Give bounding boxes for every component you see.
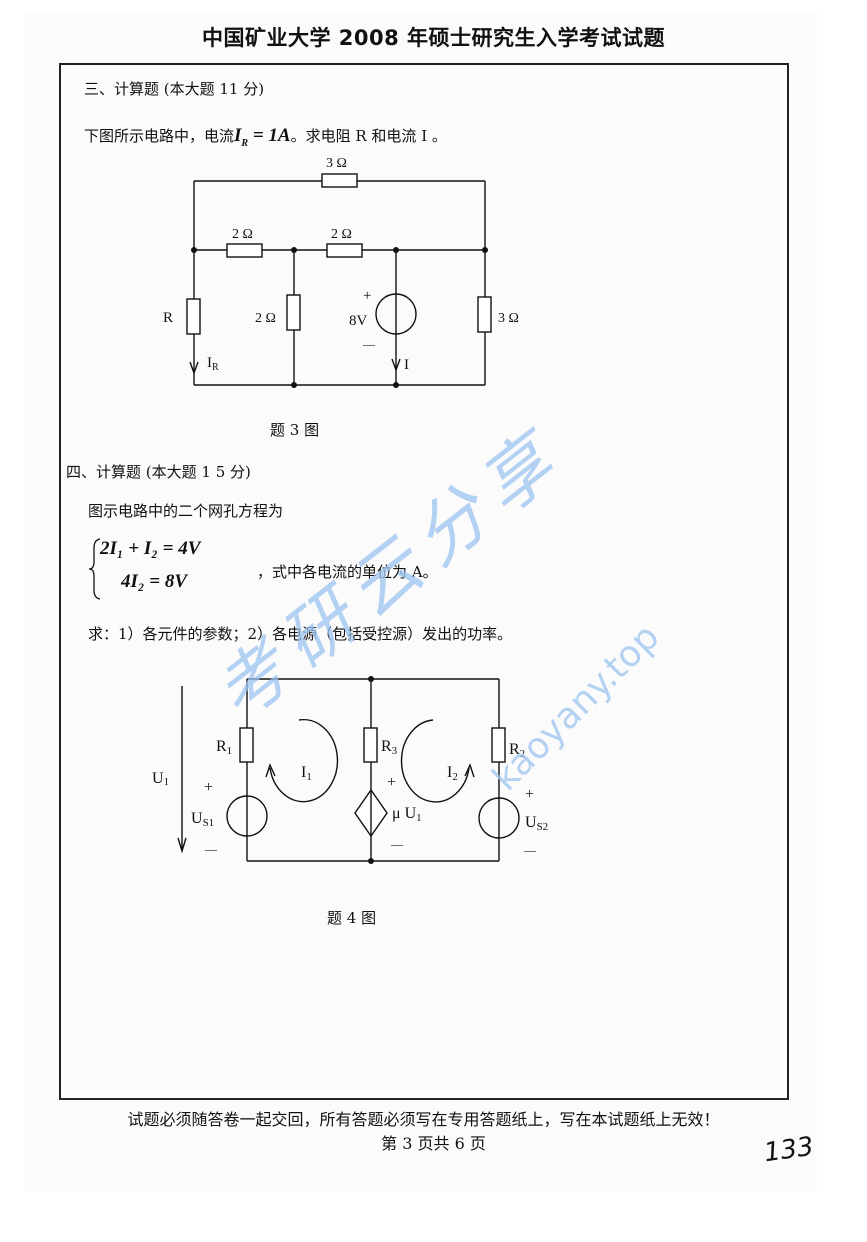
q4-i2-var: I xyxy=(447,764,452,781)
watermark: 考研云分享 kaoyany.top xyxy=(190,413,710,820)
q3-top-resistor-label: 3 Ω xyxy=(326,156,347,171)
q4-u1-label: U1 xyxy=(152,770,169,788)
q3-circuit-diagram: 3 Ω 2 Ω 2 Ω R 2 Ω 8V + — 3 Ω IR I xyxy=(163,156,519,388)
q4-r3-var: R xyxy=(381,738,392,755)
q4-heading: 四、计算题 (本大题 1 5 分) xyxy=(66,463,251,481)
q3-source-plus: + xyxy=(363,288,371,304)
q3-source-value: 8V xyxy=(349,313,368,329)
q3-heading: 三、计算题 (本大题 11 分) xyxy=(84,80,265,98)
q4-i1-sub: 1 xyxy=(306,771,312,783)
q4-us2-sub: S2 xyxy=(537,821,549,833)
q4-dep-source-var: μ U xyxy=(392,805,417,822)
q3-right-resistor-label: 3 Ω xyxy=(498,311,519,326)
watermark-url: kaoyany.top xyxy=(485,616,668,799)
q3-source-minus: — xyxy=(362,337,376,351)
q3-prompt-suffix: 。求电阻 R 和电流 I 。 xyxy=(290,127,447,145)
q4-caption: 题 4 图 xyxy=(327,909,377,927)
q3-prompt-prefix: 下图所示电路中，电流 xyxy=(84,127,235,145)
q4-dep-source-label: μ U1 xyxy=(392,805,422,824)
question-frame xyxy=(59,63,789,1100)
q4-us2-var: U xyxy=(525,814,537,831)
q3-eq-val: = 1A xyxy=(248,125,291,146)
q4-equation-1: 2I₁ + I₂ = 4V xyxy=(100,538,201,559)
q4-us2-plus: + xyxy=(525,786,534,803)
q4-r3-label: R3 xyxy=(381,738,398,757)
q4-i1-var: I xyxy=(301,764,306,781)
q4-dep-minus: — xyxy=(390,837,404,851)
q3-ir-label: IR xyxy=(207,355,219,373)
q3-prompt-eq: IR = 1A xyxy=(234,125,291,149)
q4-us1-plus: + xyxy=(204,779,213,796)
q3-eq-sub: R xyxy=(241,137,249,149)
q4-r2-sub: 2 xyxy=(520,748,526,760)
footer-notice: 试题必须随答卷一起交回，所有答题必须写在专用答题纸上，写在本试题纸上无效！ xyxy=(127,1110,720,1129)
q4-equation-2: 4I₂ = 8V xyxy=(121,571,188,592)
q4-dep-source-sub: 1 xyxy=(416,812,422,824)
q4-us1-var: U xyxy=(191,810,203,827)
q3-i-label: I xyxy=(404,357,409,373)
q4-us1-label: US1 xyxy=(191,810,214,829)
q4-dep-plus: + xyxy=(387,774,396,791)
q4-us1-sub: S1 xyxy=(203,817,215,829)
q3-eq-var: I xyxy=(234,125,242,146)
equation-brace xyxy=(88,538,101,600)
exam-page xyxy=(24,12,817,1192)
q4-r1-var: R xyxy=(216,738,227,755)
q4-r2-label: R2 xyxy=(509,741,525,760)
q4-intro: 图示电路中的二个网孔方程为 xyxy=(88,502,284,520)
q4-circuit-diagram: U1 R1 R3 R2 I1 I2 + US1 — + μ U1 — + US2… xyxy=(152,676,548,864)
q4-r3-sub: 3 xyxy=(392,745,398,757)
q4-u1-var: U xyxy=(152,770,164,787)
page-number: 第 3 页共 6 页 xyxy=(381,1134,486,1153)
q4-i2-sub: 2 xyxy=(452,771,458,783)
q3-mid-right-resistor-label: 2 Ω xyxy=(331,227,352,242)
q4-r1-label: R1 xyxy=(216,738,232,757)
q3-r-label: R xyxy=(163,310,173,326)
q4-us2-minus: — xyxy=(523,843,537,857)
q4-us1-minus: — xyxy=(204,842,218,856)
q4-r1-sub: 1 xyxy=(227,745,233,757)
q4-ask: 求：1）各元件的参数；2）各电源（包括受控源）发出的功率。 xyxy=(88,625,513,643)
q3-prompt: 下图所示电路中，电流IR = 1A。求电阻 R 和电流 I 。 xyxy=(84,125,447,149)
q4-i1-label: I1 xyxy=(301,764,312,783)
q4-r2-var: R xyxy=(509,741,520,758)
q4-u1-sub: 1 xyxy=(164,776,170,788)
q3-shunt-resistor-label: 2 Ω xyxy=(255,311,276,326)
q4-i2-label: I2 xyxy=(447,764,458,783)
q3-ir-var: I xyxy=(207,355,212,371)
q4-us2-label: US2 xyxy=(525,814,548,833)
q3-caption: 题 3 图 xyxy=(270,421,320,439)
q4-equation-note: ，式中各电流的单位为 A。 xyxy=(257,563,438,581)
q3-mid-left-resistor-label: 2 Ω xyxy=(232,227,253,242)
exam-title: 中国矿业大学 2008 年硕士研究生入学考试试题 xyxy=(201,26,666,50)
watermark-cn: 考研云分享 xyxy=(199,413,581,737)
q3-ir-sub: R xyxy=(212,362,219,373)
